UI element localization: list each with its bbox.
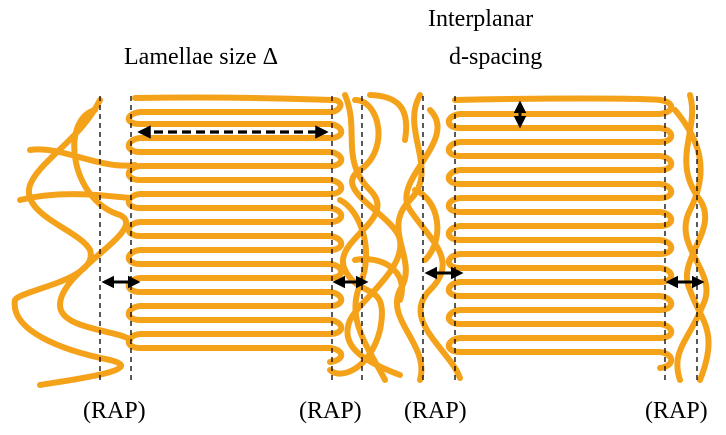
amorphous-chain-left <box>11 97 138 388</box>
rap-label-3: (RAP) <box>404 398 467 424</box>
rap-label-2: (RAP) <box>299 398 362 424</box>
rap-label-1: (RAP) <box>83 398 146 424</box>
lamellae-size-label: Lamellae size Δ <box>124 44 279 70</box>
rap-label-4: (RAP) <box>645 398 708 424</box>
interplanar-label: Interplanar <box>428 6 534 32</box>
amorphous-chain-right-middle <box>393 92 463 383</box>
lamella-chain-folds-right <box>445 95 675 371</box>
amorphous-chain-right <box>672 92 712 383</box>
amorphous-chain-middle <box>327 92 410 383</box>
lamella-chain-folds-left <box>125 94 345 365</box>
d-spacing-label: d-spacing <box>449 44 543 70</box>
